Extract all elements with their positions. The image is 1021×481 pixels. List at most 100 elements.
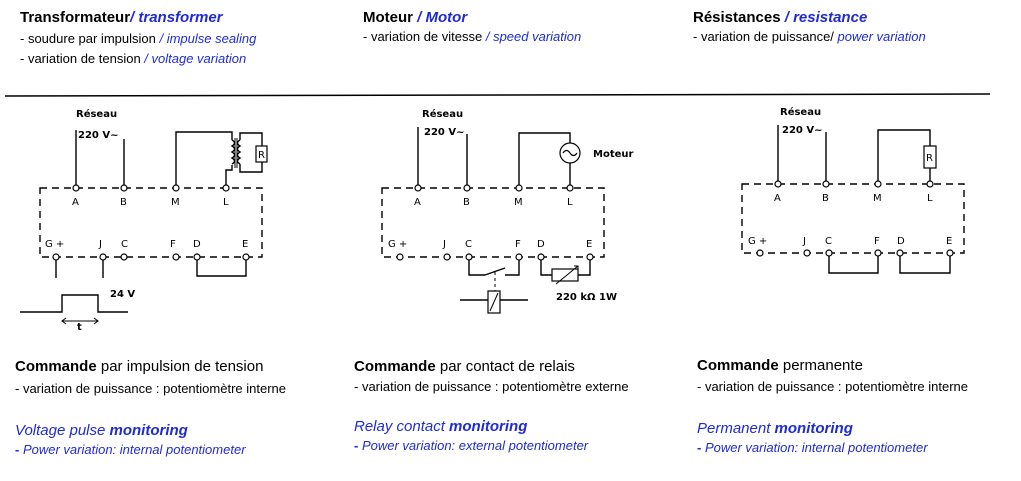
- en-sub-text: Power variation: internal potentiometer: [19, 442, 246, 457]
- motor-item-1: - variation de vitesse / speed variation: [363, 27, 581, 47]
- terminal-g: G +: [388, 239, 407, 250]
- item-fr: - soudure par impulsion: [20, 31, 156, 46]
- mode-3-en-title: Permanent monitoring: [697, 420, 853, 437]
- en-bold: monitoring: [774, 420, 853, 437]
- title-fr: Moteur: [363, 9, 413, 26]
- separator-line: [4, 93, 991, 97]
- title-fr: Résistances: [693, 9, 781, 26]
- terminal-f: F: [874, 236, 880, 247]
- terminal-e: E: [242, 239, 248, 250]
- mode-1-sub: - variation de puissance : potentiomètre…: [15, 381, 286, 396]
- terminal-j: J: [98, 239, 102, 250]
- resistance-item-1: - variation de puissance/ power variatio…: [693, 27, 926, 47]
- voltage-label: 220 V~: [78, 130, 118, 141]
- mode-1-en-sub: - Power variation: internal potentiomete…: [15, 442, 246, 457]
- en-sub-dash: -: [697, 440, 702, 455]
- pulse-time-label: t: [77, 322, 82, 333]
- title-en: / transformer: [130, 9, 223, 26]
- mode-2-sub: - variation de puissance : potentiomètre…: [354, 379, 629, 394]
- en-sub-text: Power variation: internal potentiometer: [701, 440, 928, 455]
- header-motor: Moteur / Motor: [363, 9, 467, 26]
- terminal-d: D: [537, 239, 545, 250]
- en-sub-dash: -: [15, 442, 20, 457]
- terminal-l: L: [223, 197, 229, 208]
- en-plain: Relay contact: [354, 418, 450, 435]
- terminal-l: L: [567, 197, 573, 208]
- item-en: / speed variation: [482, 29, 582, 44]
- mode-2-title: Commande par contact de relais: [354, 358, 575, 375]
- terminal-b: B: [822, 193, 829, 204]
- en-sub-dash: -: [354, 438, 359, 453]
- network-label: Réseau: [780, 106, 821, 118]
- terminal-f: F: [170, 239, 176, 250]
- terminal-e: E: [946, 236, 952, 247]
- en-bold: monitoring: [109, 422, 188, 439]
- diagram-transformer: Réseau 220 V~ R A B M L G + J C F D E: [20, 108, 268, 333]
- cmd-bold: Commande: [697, 357, 779, 374]
- terminal-g: G +: [45, 239, 64, 250]
- cmd-bold: Commande: [354, 358, 436, 375]
- item-fr: - variation de vitesse: [363, 29, 483, 44]
- cmd-rest: par contact de relais: [435, 358, 575, 375]
- resistor-label: R: [926, 153, 933, 164]
- diagram-resistance: Réseau 220 V~ R A B M L G + J C F D E: [741, 106, 965, 274]
- mode-3-title: Commande permanente: [697, 357, 863, 374]
- en-sub-text: Power variation: external potentiometer: [358, 438, 589, 453]
- mode-2-en-title: Relay contact monitoring: [354, 418, 527, 435]
- terminal-m: M: [171, 197, 180, 208]
- terminal-d: D: [193, 239, 201, 250]
- mode-1-title: Commande par impulsion de tension: [15, 358, 263, 375]
- item-fr: - variation de puissance/: [693, 29, 834, 44]
- control-unit-box: [39, 187, 263, 258]
- title-fr: Transformateur: [20, 9, 131, 26]
- en-bold: monitoring: [449, 418, 528, 435]
- mode-3-en-sub: - Power variation: internal potentiomete…: [697, 440, 928, 455]
- en-plain: Permanent: [697, 420, 775, 437]
- control-unit-box: [381, 187, 605, 258]
- potentiometer-label: 220 kΩ 1W: [556, 292, 617, 303]
- voltage-label: 220 V~: [782, 125, 822, 136]
- terminal-c: C: [121, 239, 128, 250]
- pulse-voltage-label: 24 V: [110, 289, 135, 300]
- terminal-j: J: [442, 239, 446, 250]
- item-fr: - variation de tension: [20, 51, 141, 66]
- terminal-b: B: [463, 197, 470, 208]
- transformer-item-2: - variation de tension / voltage variati…: [20, 49, 246, 69]
- control-unit-box: [741, 183, 965, 254]
- item-en: / impulse sealing: [155, 31, 257, 46]
- title-en: / resistance: [780, 9, 868, 26]
- terminal-e: E: [586, 239, 592, 250]
- mode-1-en-title: Voltage pulse monitoring: [15, 422, 188, 439]
- header-transformer: Transformateur/ transformer: [20, 9, 223, 26]
- cmd-bold: Commande: [15, 358, 97, 375]
- terminal-g: G +: [748, 236, 767, 247]
- transformer-item-1: - soudure par impulsion / impulse sealin…: [20, 29, 256, 49]
- mode-3-sub: - variation de puissance : potentiomètre…: [697, 379, 968, 394]
- terminal-a: A: [72, 197, 79, 208]
- item-en: power variation: [833, 29, 926, 44]
- terminal-a: A: [414, 197, 421, 208]
- terminal-m: M: [873, 193, 882, 204]
- cmd-rest: permanente: [778, 357, 863, 374]
- title-en: / Motor: [413, 9, 468, 26]
- en-plain: Voltage pulse: [15, 422, 110, 439]
- terminal-m: M: [514, 197, 523, 208]
- terminal-f: F: [515, 239, 521, 250]
- diagram-motor: Réseau 220 V~ Moteur A B M L G + J C F D…: [381, 108, 634, 314]
- voltage-label: 220 V~: [424, 127, 464, 138]
- terminal-d: D: [897, 236, 905, 247]
- terminal-l: L: [927, 193, 933, 204]
- network-label: Réseau: [76, 108, 117, 120]
- motor-label: Moteur: [593, 149, 634, 160]
- mode-2-en-sub: - Power variation: external potentiomete…: [354, 438, 588, 453]
- resistor-label: R: [258, 150, 265, 161]
- terminal-b: B: [120, 197, 127, 208]
- header-resistance: Résistances / resistance: [693, 9, 867, 26]
- terminal-a: A: [774, 193, 781, 204]
- potentiometer-icon: [551, 268, 579, 282]
- terminal-c: C: [825, 236, 832, 247]
- network-label: Réseau: [422, 108, 463, 120]
- terminal-j: J: [802, 236, 806, 247]
- terminal-c: C: [465, 239, 472, 250]
